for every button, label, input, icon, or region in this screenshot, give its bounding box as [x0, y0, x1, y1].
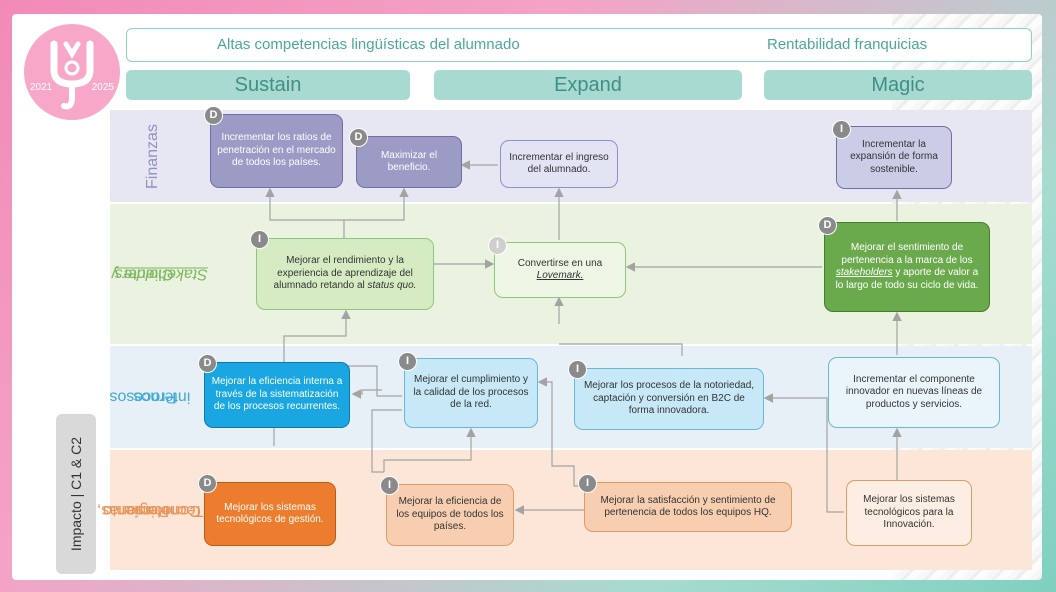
year-start: 2021 — [30, 82, 53, 93]
badge-rendimiento: I — [250, 230, 269, 249]
objective-sistemas-gestion[interactable]: Mejorar los sistemas tecnológicos de ges… — [204, 482, 336, 546]
objective-cumplimiento-red[interactable]: Mejorar el cumplimiento y la calidad de … — [404, 358, 538, 428]
objective-penetracion[interactable]: Incrementar los ratios de penetración en… — [210, 114, 343, 188]
badge-procesos-b2c: I — [568, 360, 587, 379]
column-magic: Magic — [764, 70, 1032, 100]
column-sustain: Sustain — [126, 70, 410, 100]
badge-expansion: I — [832, 120, 851, 139]
objective-rendimiento[interactable]: Mejorar el rendimiento y la experiencia … — [256, 238, 434, 310]
objective-sistemas-innovacion[interactable]: Mejorar los sistemas tecnológicos para l… — [846, 480, 972, 546]
logo: 2021 2025 — [24, 24, 120, 120]
objective-eficiencia-equipos[interactable]: Mejorar la eficiencia de los equipos de … — [386, 484, 514, 546]
impact-label: Impacto | C1 & C2 — [56, 414, 96, 574]
objective-procesos-b2c[interactable]: Mejorar los procesos de la notoriedad, c… — [574, 368, 764, 430]
badge-beneficio: D — [349, 128, 368, 147]
badge-satisfaccion: I — [578, 474, 597, 493]
objective-eficiencia-interna[interactable]: Mejorar la eficiencia interna a través d… — [204, 362, 350, 428]
objective-left: Altas competencias lingüísticas del alum… — [217, 36, 520, 53]
badge-pertenencia: D — [818, 216, 837, 235]
objective-componente-innovador[interactable]: Incrementar el componente innovador en n… — [828, 357, 1000, 428]
objective-pertenencia-marca[interactable]: Mejorar el sentimiento de pertenencia a … — [824, 222, 990, 312]
year-end: 2025 — [91, 82, 114, 93]
badge-lovemark: I — [488, 236, 507, 255]
badge-eficiencia-equipos: I — [380, 476, 399, 495]
logo-mark-icon — [50, 40, 94, 110]
connector-arrows — [265, 160, 902, 515]
objective-ingreso-alumnado[interactable]: Incrementar el ingreso del alumnado. — [500, 140, 618, 188]
objective-expansion[interactable]: Incrementar la expansión de forma sosten… — [836, 126, 952, 189]
strategy-map: 2021 2025 Altas competencias lingüística… — [12, 14, 1042, 580]
objective-lovemark[interactable]: Convertirse en una Lovemark. — [494, 242, 626, 298]
badge-cumplimiento: I — [398, 352, 417, 371]
badge-penetracion: D — [204, 106, 223, 125]
badge-eficiencia-interna: D — [198, 354, 217, 373]
objective-beneficio[interactable]: Maximizar el beneficio. — [356, 136, 462, 188]
column-expand: Expand — [434, 70, 742, 100]
objective-satisfaccion-hq[interactable]: Mejorar la satisfacción y sentimiento de… — [584, 482, 792, 532]
objective-right: Rentabilidad franquicias — [767, 36, 928, 53]
objectives-bar: Altas competencias lingüísticas del alum… — [126, 28, 1032, 62]
badge-sistemas-gestion: D — [198, 474, 217, 493]
